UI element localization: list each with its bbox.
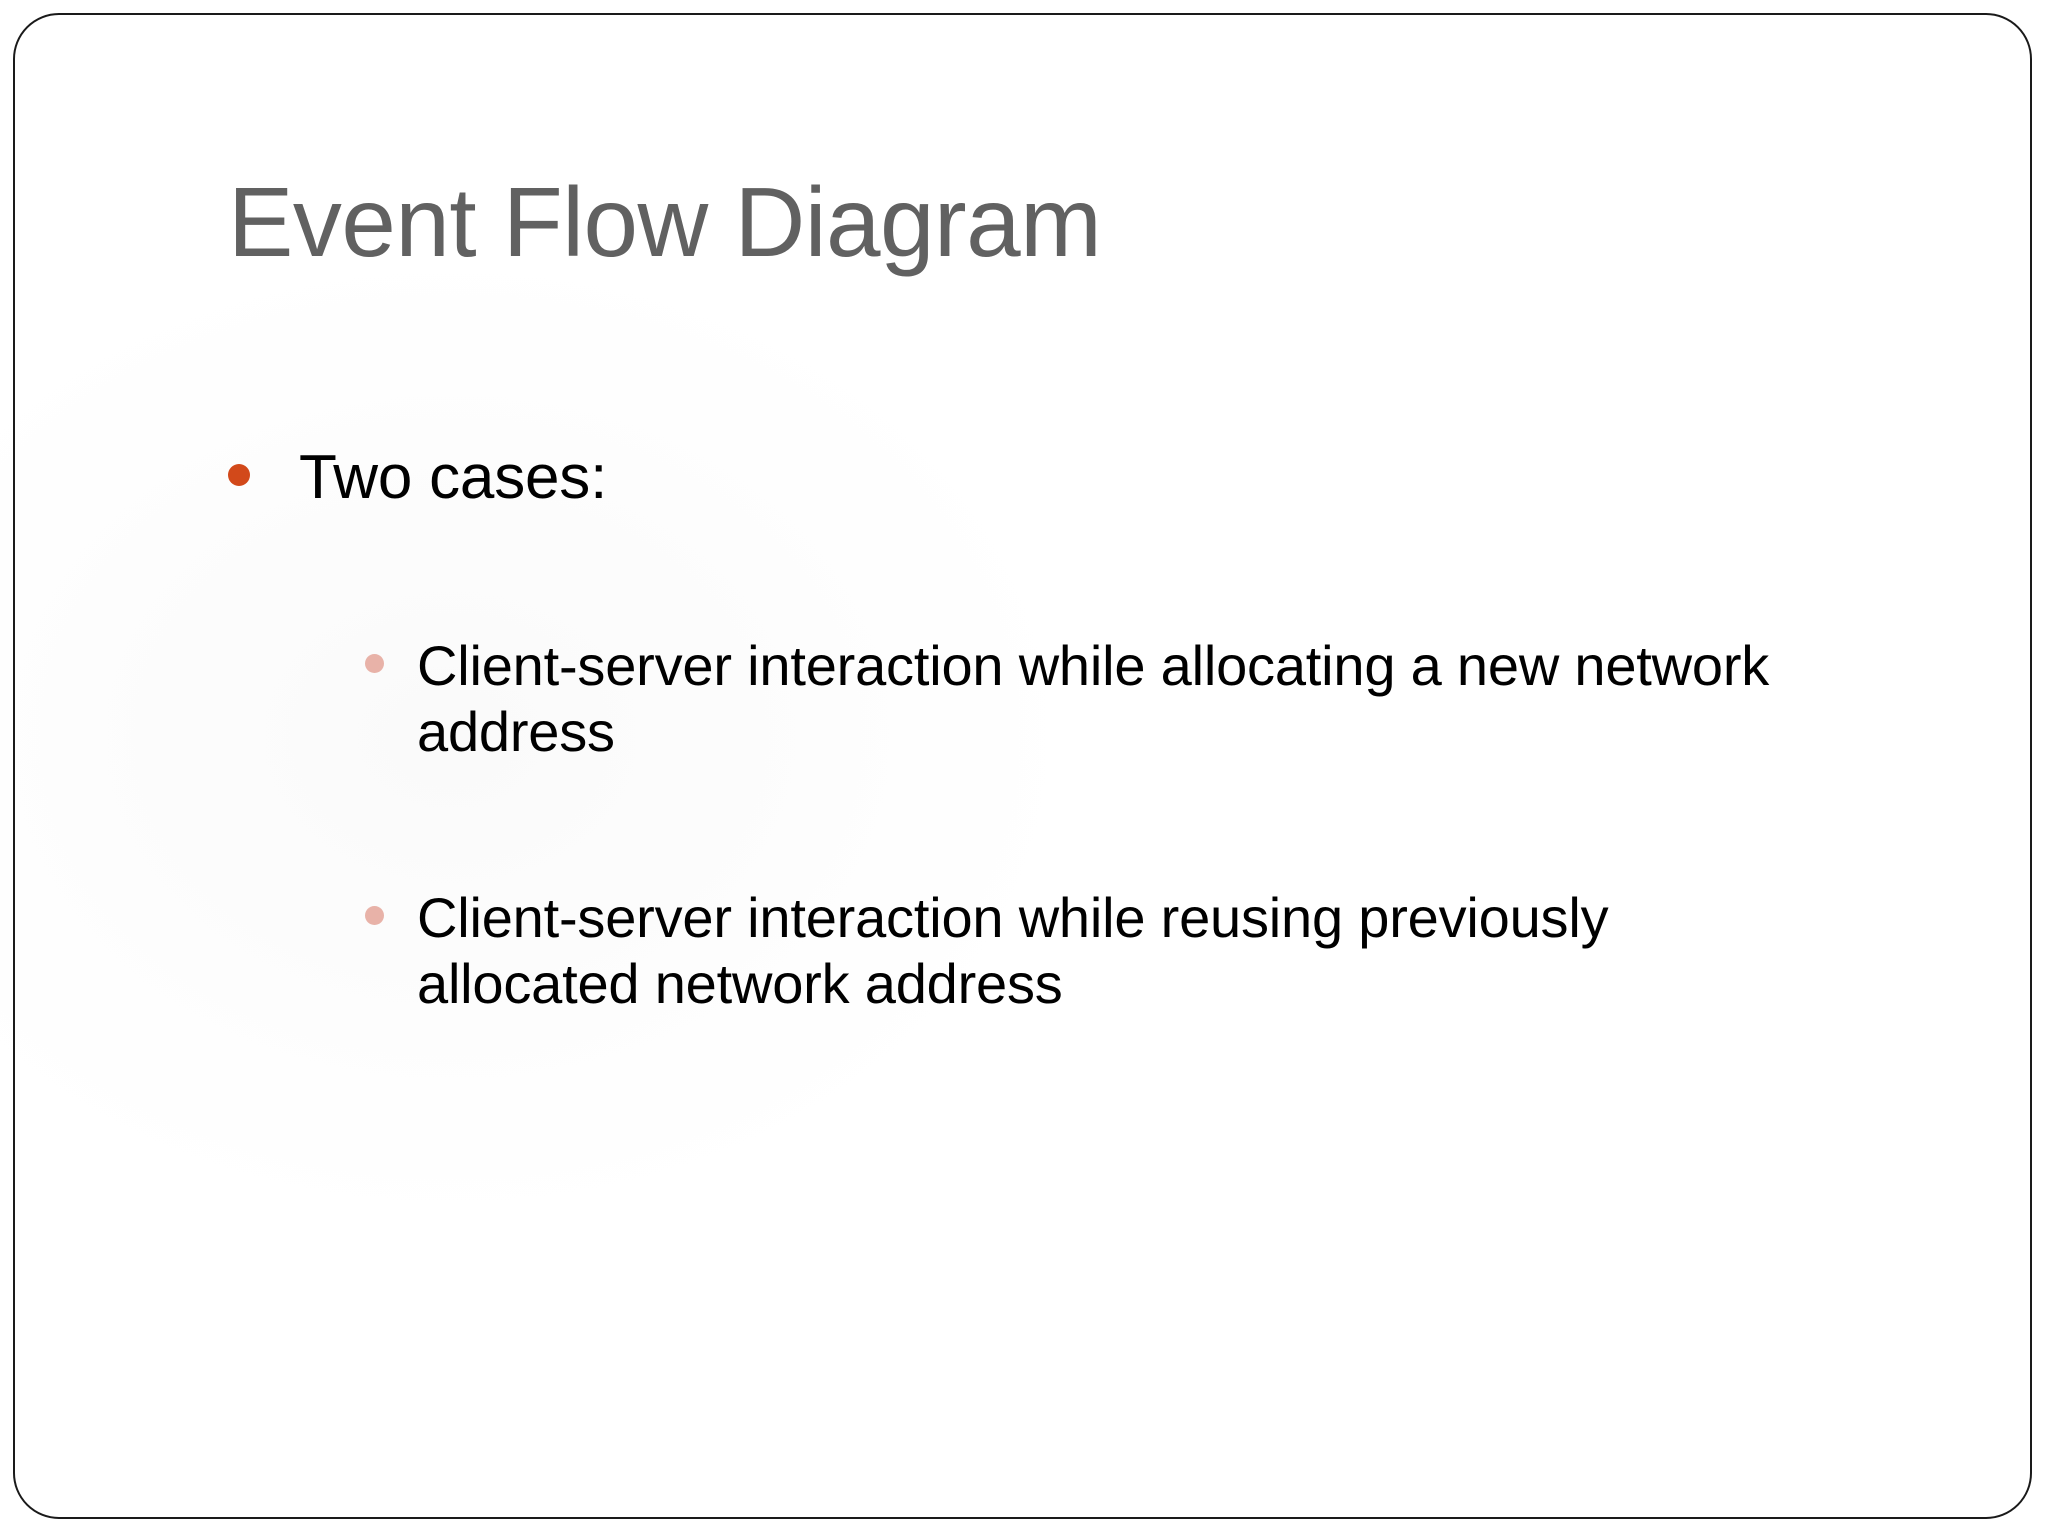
bullet-item-sub-level: Client-server interaction while allocati… xyxy=(365,633,1835,765)
sub-bullet-label: Client-server interaction while reusing … xyxy=(417,886,1609,1016)
sub-bullet-marker-icon xyxy=(365,906,384,925)
bullet-item-top-level: Two cases: xyxy=(228,442,1828,514)
bullet-item-sub-level: Client-server interaction while reusing … xyxy=(365,885,1835,1017)
bullet-marker-icon xyxy=(228,464,250,486)
sub-bullet-marker-icon xyxy=(365,654,384,673)
sub-bullet-label: Client-server interaction while allocati… xyxy=(417,634,1770,764)
bullet-label: Two cases: xyxy=(299,443,608,512)
slide-title: Event Flow Diagram xyxy=(228,167,1102,277)
